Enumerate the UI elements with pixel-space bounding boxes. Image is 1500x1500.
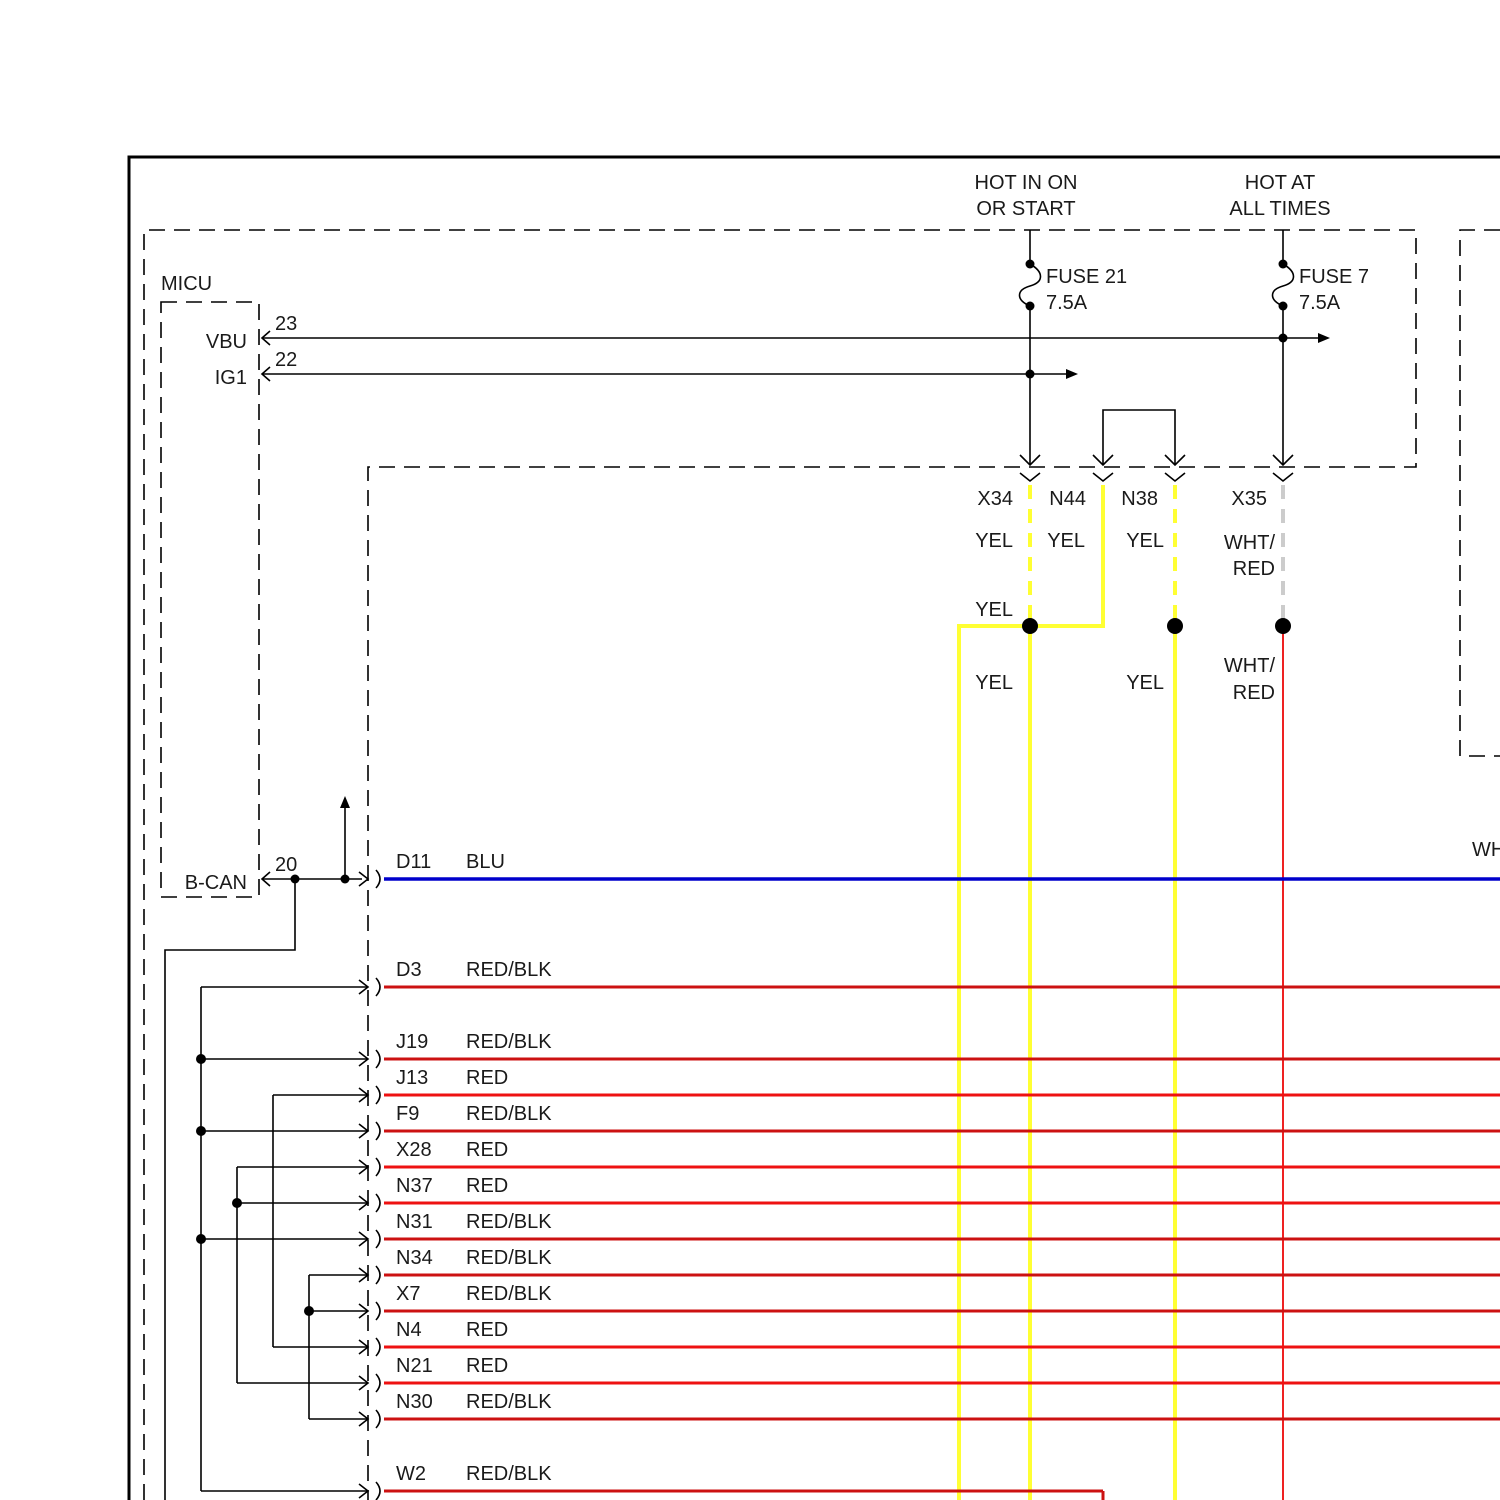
pin-label-f9: F9 xyxy=(396,1103,419,1125)
n38-wire-color: YEL xyxy=(1126,530,1164,552)
wire-color-label-w2: RED/BLK xyxy=(466,1463,552,1485)
pin-label-j19: J19 xyxy=(396,1031,428,1053)
wire-color-label-d3: RED/BLK xyxy=(466,959,552,981)
connector-bracket-x7 xyxy=(376,1302,380,1320)
vbu-arrowhead xyxy=(1318,333,1330,343)
whtred-lower-line1: WHT/ xyxy=(1224,655,1276,677)
wire-color-label-n30: RED/BLK xyxy=(466,1391,552,1413)
splice-x34 xyxy=(1022,618,1038,634)
x34-connector-label: X34 xyxy=(977,488,1013,510)
micu-box xyxy=(161,302,259,897)
pin-label-w2: W2 xyxy=(396,1463,426,1485)
jumper-n44-n38 xyxy=(1103,410,1175,465)
wire-color-label-j19: RED/BLK xyxy=(466,1031,552,1053)
fuse7-name: FUSE 7 xyxy=(1299,266,1369,288)
n44-connector-mark xyxy=(1093,473,1113,481)
fuse7-rating: 7.5A xyxy=(1299,292,1341,314)
fuse21-symbol xyxy=(1020,264,1041,306)
adjacent-box-outline xyxy=(1460,230,1500,756)
pin-label-j13: J13 xyxy=(396,1067,428,1089)
hot-all-times-line2: ALL TIMES xyxy=(1229,198,1330,220)
fuse21-name: FUSE 21 xyxy=(1046,266,1127,288)
wire-color-label-n21: RED xyxy=(466,1355,508,1377)
pin-label-n37: N37 xyxy=(396,1175,433,1197)
connector-bracket-d11 xyxy=(376,870,380,888)
wire-color-label-f9: RED/BLK xyxy=(466,1103,552,1125)
fuse7-symbol xyxy=(1273,264,1294,306)
fuse21-rating: 7.5A xyxy=(1046,292,1088,314)
ig1-pin-name: IG1 xyxy=(215,367,247,389)
hot-on-start-line2: OR START xyxy=(976,198,1075,220)
bcan-ground-run xyxy=(165,879,295,1500)
pin-label-n4: N4 xyxy=(396,1319,422,1341)
connector-bracket-j19 xyxy=(376,1050,380,1068)
connector-bracket-n21 xyxy=(376,1374,380,1392)
vbu-pin-name: VBU xyxy=(206,331,247,353)
wire-color-label-d11: BLU xyxy=(466,851,505,873)
x35-wire-color-line1: WHT/ xyxy=(1224,532,1276,554)
whtred-lower-line2: RED xyxy=(1233,682,1275,704)
connector-bracket-n31 xyxy=(376,1230,380,1248)
ig1-arrowhead xyxy=(1066,369,1078,379)
ig1-pin-number: 22 xyxy=(275,349,297,371)
outer-frame xyxy=(129,157,1500,1500)
yel-left-label: YEL xyxy=(975,672,1013,694)
connector-bracket-w2 xyxy=(376,1482,380,1500)
pin-label-n34: N34 xyxy=(396,1247,433,1269)
pin-label-d11: D11 xyxy=(396,851,431,873)
connector-bracket-j13 xyxy=(376,1086,380,1104)
bcan-up-arrowhead xyxy=(340,796,350,808)
pin-label-d3: D3 xyxy=(396,959,422,981)
n38-connector-label: N38 xyxy=(1121,488,1158,510)
ig1-junction xyxy=(1026,370,1035,379)
pin-label-n21: N21 xyxy=(396,1355,433,1377)
wire-color-label-x7: RED/BLK xyxy=(466,1283,552,1305)
n44-connector-label: N44 xyxy=(1049,488,1086,510)
pin-label-n30: N30 xyxy=(396,1391,433,1413)
yel-right-label: YEL xyxy=(1126,672,1164,694)
splice-x35 xyxy=(1275,618,1291,634)
n38-connector-mark xyxy=(1165,473,1185,481)
pin-label-n31: N31 xyxy=(396,1211,433,1233)
connector-bracket-f9 xyxy=(376,1122,380,1140)
pin-label-x28: X28 xyxy=(396,1139,432,1161)
yel-branch-left xyxy=(959,626,1030,1500)
x35-connector-label: X35 xyxy=(1231,488,1267,510)
wire-color-label-n4: RED xyxy=(466,1319,508,1341)
connector-bracket-n4 xyxy=(376,1338,380,1356)
connector-bracket-n30 xyxy=(376,1410,380,1428)
x35-connector-mark xyxy=(1273,473,1293,481)
splice-n38 xyxy=(1167,618,1183,634)
x35-wire-color-line2: RED xyxy=(1233,558,1275,580)
x34-connector-mark xyxy=(1020,473,1040,481)
pin-label-x7: X7 xyxy=(396,1283,420,1305)
connector-bracket-x28 xyxy=(376,1158,380,1176)
bcan-pin-number: 20 xyxy=(275,854,297,876)
connector-bracket-n37 xyxy=(376,1194,380,1212)
vbu-junction xyxy=(1279,334,1288,343)
right-edge-label: WH xyxy=(1472,839,1500,861)
wire-color-label-j13: RED xyxy=(466,1067,508,1089)
wire-color-label-n34: RED/BLK xyxy=(466,1247,552,1269)
connector-bracket-d3 xyxy=(376,978,380,996)
wire-color-label-x28: RED xyxy=(466,1139,508,1161)
hot-on-start-line1: HOT IN ON xyxy=(975,172,1078,194)
vbu-pin-number: 23 xyxy=(275,313,297,335)
wire-color-label-n31: RED/BLK xyxy=(466,1211,552,1233)
wire-color-label-n37: RED xyxy=(466,1175,508,1197)
micu-label: MICU xyxy=(161,273,212,295)
x34-wire-color: YEL xyxy=(975,530,1013,552)
yel-upper-label: YEL xyxy=(975,599,1013,621)
bcan-pin-name: B-CAN xyxy=(185,872,247,894)
n44-wire-color: YEL xyxy=(1047,530,1085,552)
hot-all-times-line1: HOT AT xyxy=(1245,172,1315,194)
connector-bracket-n34 xyxy=(376,1266,380,1284)
